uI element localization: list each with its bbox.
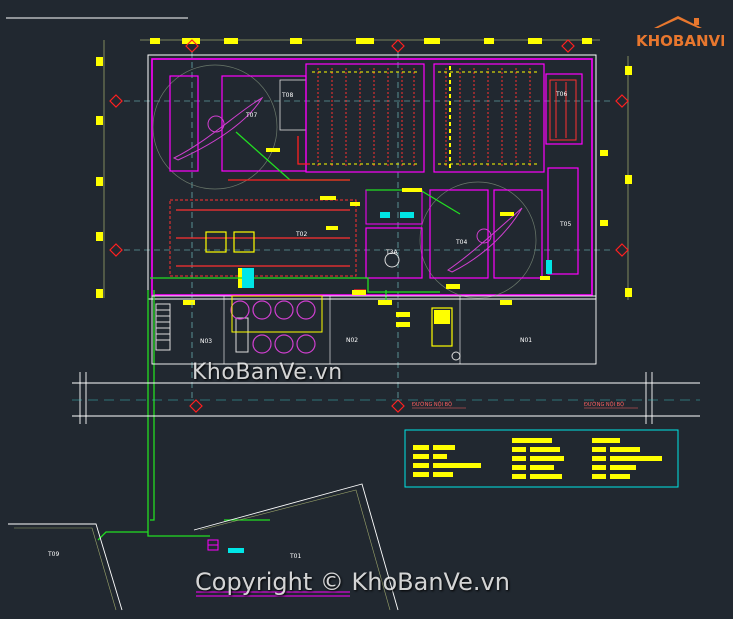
label-t05: T05 xyxy=(559,221,571,228)
khobanve-logo: KHOBANVE xyxy=(632,14,730,54)
tank-top-right xyxy=(545,73,583,145)
road-label-right: ĐƯỜNG NỘI BỘ xyxy=(584,401,624,408)
site-boundary xyxy=(147,54,597,300)
watermark-center: KhoBanVe.vn xyxy=(192,360,343,385)
label-n01: N01 xyxy=(520,337,532,344)
label-t04: T04 xyxy=(455,239,467,246)
tank-t07-area xyxy=(152,64,307,190)
label-t01: T01 xyxy=(289,553,301,560)
yellow-annotation-blocks xyxy=(266,148,550,327)
tank-block-outline xyxy=(151,58,593,296)
legend-box xyxy=(404,429,679,488)
logo-text: KHOBANVE xyxy=(636,32,724,50)
label-t08: T08 xyxy=(281,92,293,99)
label-t09: T09 xyxy=(47,551,59,558)
red-pipelines xyxy=(228,136,366,291)
watermark-copyright: Copyright © KhoBanVe.vn xyxy=(195,568,510,596)
lower-site-outlines xyxy=(8,483,399,611)
label-t06: T06 xyxy=(555,91,567,98)
label-n03: N03 xyxy=(200,338,212,345)
drawing-labels: T07 T08 T06 T02 T3A T04 T05 N03 N02 N01 … xyxy=(47,91,624,560)
tank-t04-area xyxy=(419,181,543,299)
label-t3a: T3A xyxy=(385,249,398,256)
valve-symbol xyxy=(207,539,219,551)
label-t02: T02 xyxy=(295,231,307,238)
equipment-row xyxy=(151,295,597,365)
road-label-left: ĐƯỜNG NỘI BỘ xyxy=(412,401,452,408)
label-n02: N02 xyxy=(346,337,358,344)
aeration-grid-right xyxy=(433,63,545,173)
house-logo-icon: KHOBANVE xyxy=(636,16,730,50)
tank-t3a-area xyxy=(365,189,423,279)
internal-road xyxy=(72,372,700,424)
dimension-ticks xyxy=(96,38,632,305)
tank-t02-piping xyxy=(169,199,357,288)
cyan-annotation-blocks xyxy=(228,212,552,553)
aeration-grid-left xyxy=(305,63,425,173)
tank-t05-outline xyxy=(547,167,579,275)
label-t07: T07 xyxy=(245,112,257,119)
